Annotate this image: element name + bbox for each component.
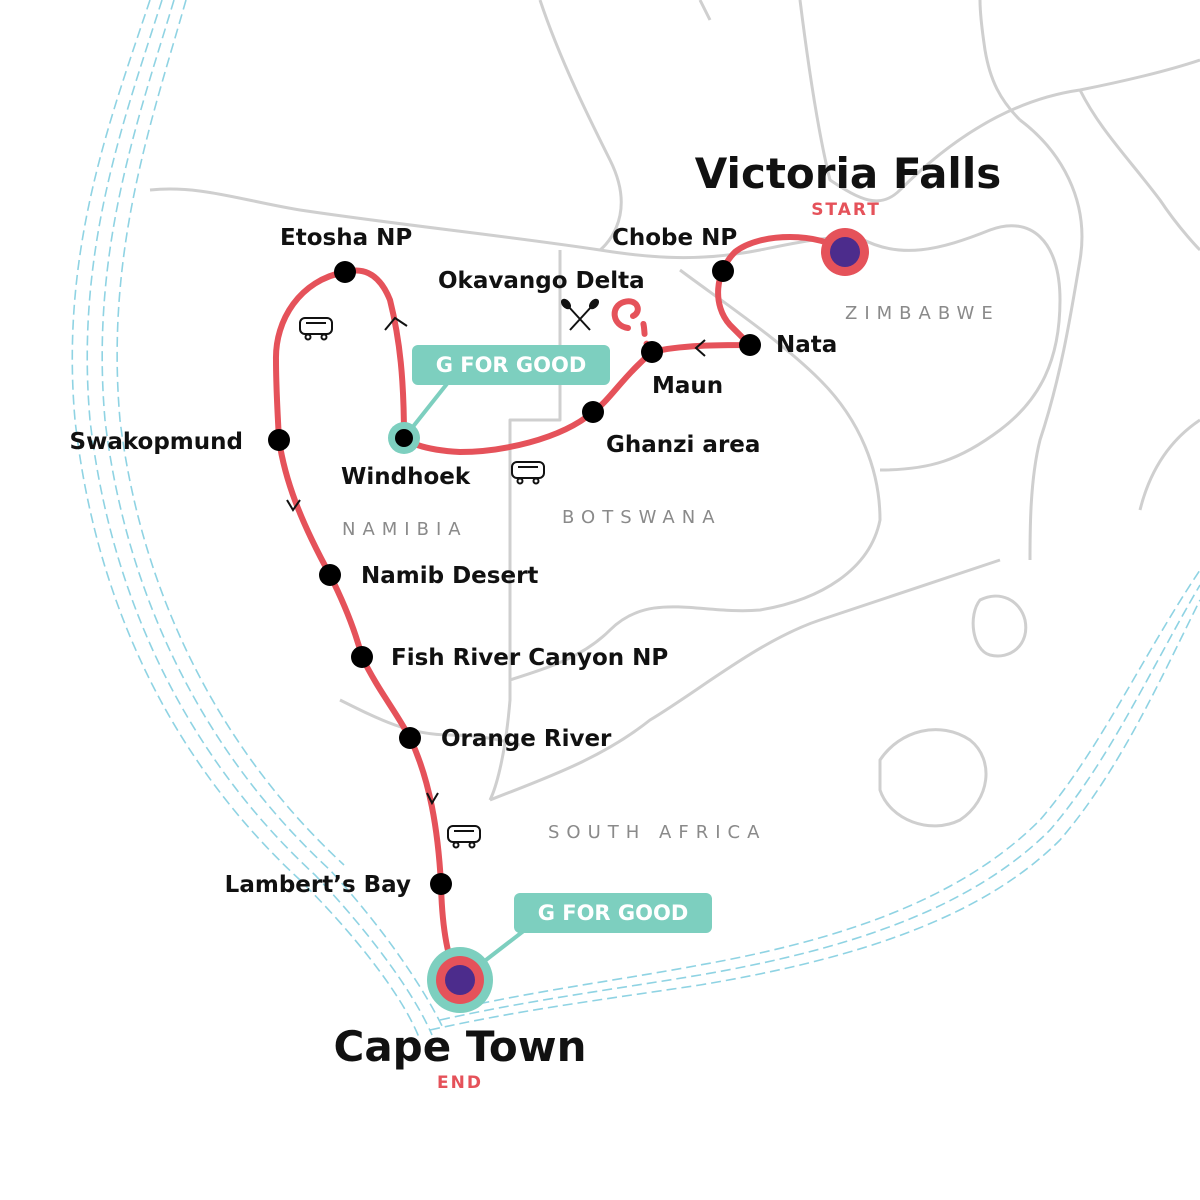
country-label-namibia: NAMIBIA [342,519,468,540]
label-lamberts-bay: Lambert’s Bay [225,872,411,898]
g-for-good-label: G FOR GOOD [538,901,689,925]
label-fish-river: Fish River Canyon NP [391,645,668,671]
label-orange-river: Orange River [441,726,612,752]
direction-arrows [286,316,706,806]
label-ghanzi: Ghanzi area [606,432,760,458]
bus-icon [511,461,545,485]
paddles-icon [560,298,600,331]
end-tag: END [437,1073,483,1093]
end-city-label: Cape Town [334,1022,587,1071]
label-windhoek: Windhoek [341,464,471,490]
country-borders [149,0,1200,828]
label-etosha: Etosha NP [280,225,412,251]
stop-swakopmund [268,429,290,451]
country-label-botswana: BOTSWANA [562,507,722,528]
stop-etosha [334,261,356,283]
label-chobe: Chobe NP [612,225,737,251]
arrow-icon [694,339,706,357]
arrow-icon [384,316,408,331]
g-for-good-windhoek: G FOR GOOD [402,345,610,440]
stop-nata [739,334,761,356]
stop-windhoek-marker [388,422,420,454]
start-marker [821,228,869,276]
stop-markers [268,260,761,895]
arrow-icon [286,499,301,512]
stop-chobe [712,260,734,282]
stop-lamberts-bay [430,873,452,895]
label-maun: Maun [652,373,723,399]
arrow-icon [426,792,439,806]
coastline [71,0,1200,1041]
g-for-good-label: G FOR GOOD [436,353,587,377]
g-for-good-capetown: G FOR GOOD [458,893,712,982]
bus-icon [299,317,333,341]
g-for-good-badge [514,893,712,933]
label-nata: Nata [776,332,837,358]
label-swakopmund: Swakopmund [70,429,243,455]
label-namib: Namib Desert [361,563,538,589]
g-for-good-badge [412,345,610,385]
stop-fish-river [351,646,373,668]
stop-maun [641,341,663,363]
country-label-zimbabwe: ZIMBABWE [845,303,1000,324]
label-okavango: Okavango Delta [438,268,645,294]
country-label-south-africa: SOUTH AFRICA [548,822,766,843]
stop-orange-river [399,727,421,749]
stop-namib [319,564,341,586]
end-marker [427,947,493,1013]
bus-icon [447,825,481,849]
start-tag: START [811,200,881,220]
start-city-label: Victoria Falls [695,149,1001,198]
stop-ghanzi [582,401,604,423]
